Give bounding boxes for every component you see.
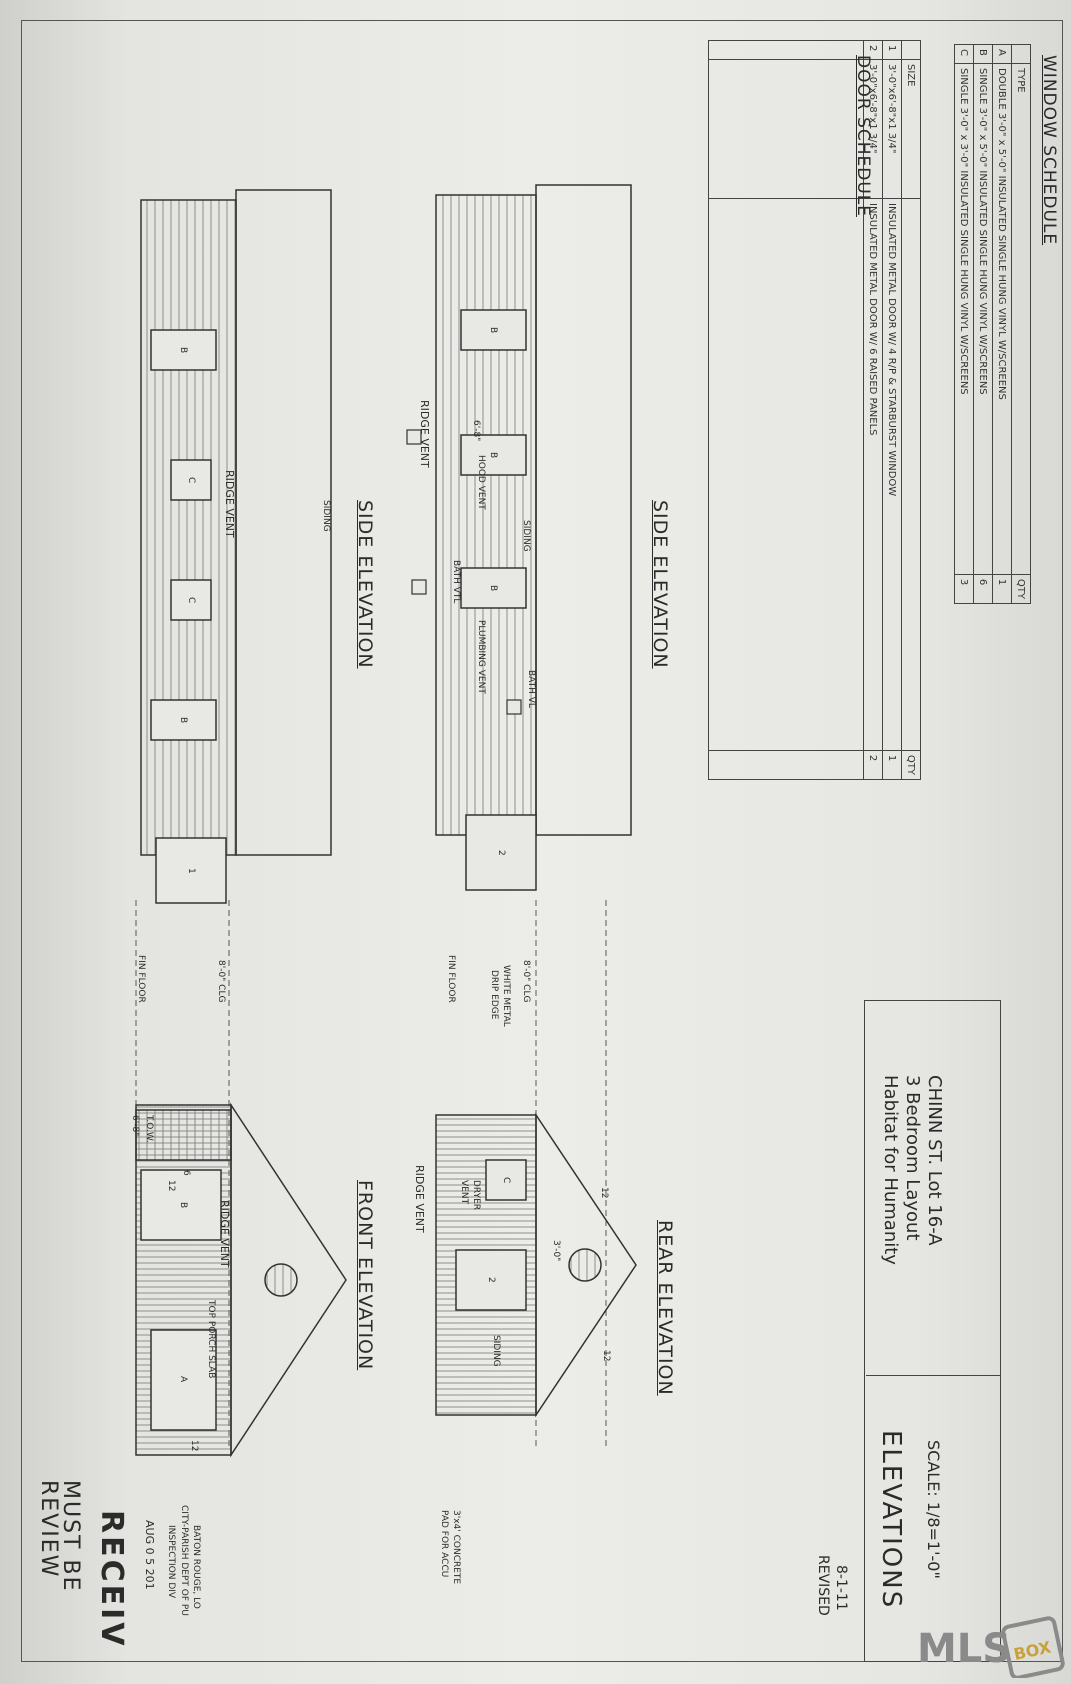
project-layout: 3 Bedroom Layout [902,1075,923,1241]
pitch-label: 12 [601,1350,611,1362]
ridge-vent-label: RIDGE VENT [418,400,431,468]
window-tag-b: B [488,452,498,459]
rear-elevation-title: REAR ELEVATION [654,1220,676,1396]
stamp-dept: CITY-PARISH DEPT OF PU [179,1505,189,1616]
window-b [460,309,527,351]
logo-box-icon [1001,1616,1065,1680]
window-tag-b: B [178,1202,188,1209]
drip-edge-label: WHITE METAL [501,965,511,1027]
window-b [150,329,217,371]
sheet-title: ELEVATIONS [876,1430,906,1610]
ridge-vent-label: RIDGE VENT [413,1165,426,1233]
logo-text: MLS [917,1626,1011,1672]
door-2 [455,1249,527,1311]
revised-date: 8-1-11 [833,1565,849,1611]
hood-vent-label: HOOD VENT [476,455,486,510]
window-tag-b: B [178,717,188,724]
window-a [150,1329,217,1431]
clg-label: 8'-0" CLG [521,960,531,1003]
window-b [140,1169,222,1241]
window-tag-c: C [501,1177,511,1184]
window-c [170,579,212,621]
ridge-vent-label: RIDGE VENT [218,1200,231,1268]
clg-label: 8'-0" CLG [216,960,226,1003]
siding-label: SIDING [521,520,531,552]
side-elevation-upper-wall [140,199,237,856]
stamp-received: RECEIV [94,1510,129,1649]
door-2 [465,814,537,891]
pitch-rise-label: 6 [181,1170,191,1176]
siding-label: SIDING [321,500,331,532]
tow-dim: 6'-8" [130,1115,140,1137]
window-b [460,434,527,476]
window-b [150,699,217,741]
plumbing-vent-label: PLUMBING VENT [476,620,486,694]
mls-box-logo: MLS BOX [915,1616,1065,1680]
side-elevation-title-upper: SIDE ELEVATION [354,500,376,669]
pitch-label: 12 [189,1440,199,1452]
sheet-scale: SCALE: 1/8=1'-0" [924,1440,943,1579]
project-title: Habitat for Humanity [880,1075,901,1265]
gable-vent [264,1263,298,1297]
side-elevation-upper-roof [235,189,332,856]
gable-vent [568,1248,602,1282]
concrete-pad-label-2: PAD FOR ACCU [439,1510,449,1578]
bath-vtl-label: BATH VTL [451,560,461,604]
revised-label: REVISED [815,1555,831,1616]
door-tag-2: 2 [486,1277,496,1283]
window-c [170,459,212,501]
project-lot: CHINN ST. Lot 16-A [924,1075,945,1246]
window-tag-b: B [488,585,498,592]
dryer-vent-label: DRYER [471,1180,481,1211]
siding-label: SIDING [491,1335,501,1367]
window-tag-b: B [178,347,188,354]
tow-label: T.O.W. [144,1115,154,1143]
porch-railing [135,1109,232,1161]
door-tag-2: 2 [496,850,506,856]
bath-vl-label: BATH VL [526,670,536,708]
concrete-pad-label: 3'x4' CONCRETE [451,1510,461,1585]
drip-edge-label-2: DRIP EDGE [489,970,499,1020]
dim-3-0: 3'-0" [551,1240,561,1262]
door-1 [155,837,227,904]
ridge-vent-label: RIDGE VENT [223,470,236,538]
door-tag-1: 1 [186,868,196,874]
stamp-must-be: MUST BE [58,1480,83,1593]
stamp-division: INSPECTION DIV [166,1525,176,1599]
dryer-vent-label-2: VENT [459,1180,469,1205]
pitch-label: 12 [599,1187,609,1199]
front-elevation-title: FRONT ELEVATION [354,1180,376,1371]
fin-floor-label: FIN FLOOR [446,955,456,1003]
window-tag-c: C [186,597,196,604]
fin-floor-label: FIN FLOOR [136,955,146,1003]
side-elevation-lower-roof [535,184,632,836]
top-porch-slab-label: TOP PORCH SLAB [206,1300,216,1379]
stamp-date: AUG 0 5 201 [143,1520,156,1590]
side-elevation-lower-wall [435,194,537,836]
dim-6-8: 6'-8" [471,420,481,442]
stamp-city: BATON ROUGE, LO [191,1525,201,1609]
pitch-label: 12 [166,1180,176,1192]
window-tag-c: C [186,477,196,484]
side-elevation-title-lower: SIDE ELEVATION [649,500,671,669]
title-block-divider [866,1375,1001,1376]
window-tag-b: B [488,327,498,334]
window-c [485,1159,527,1201]
logo-badge: BOX [1012,1637,1053,1664]
window-b [460,567,527,609]
window-tag-a: A [178,1376,188,1383]
